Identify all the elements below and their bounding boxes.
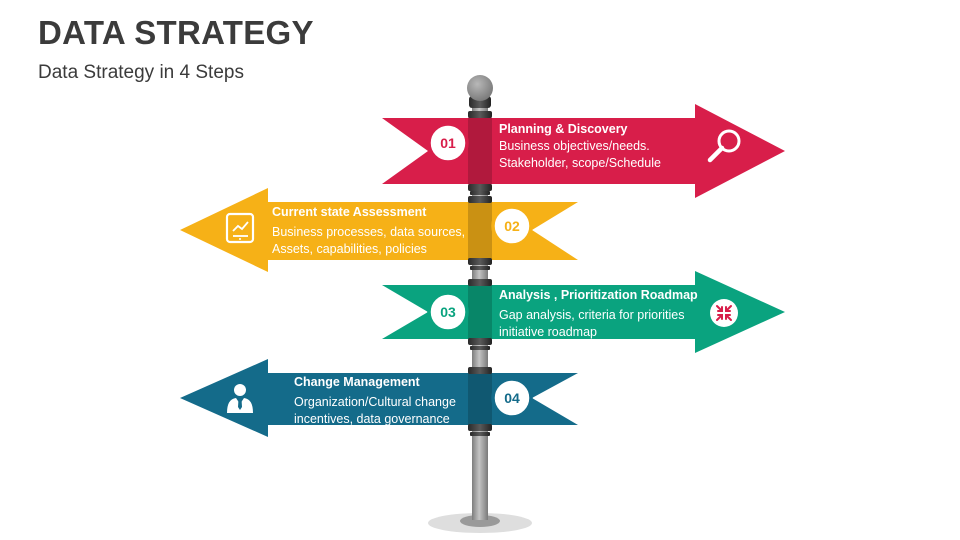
step-3-line-2: initiative roadmap bbox=[499, 325, 597, 339]
step-1-number: 01 bbox=[440, 135, 456, 151]
step-1-arrow bbox=[382, 104, 785, 198]
step-1-line-1: Business objectives/needs. bbox=[499, 139, 650, 153]
step-4-text: Change Management Organization/Cultural … bbox=[294, 374, 474, 428]
step-3-badge bbox=[427, 291, 469, 333]
step-4-number: 04 bbox=[504, 390, 520, 406]
step-2-pole-sleeve bbox=[468, 200, 492, 262]
step-1-line-2: Stakeholder, scope/Schedule bbox=[499, 156, 661, 170]
step-3-text: Analysis , Prioritization Roadmap Gap an… bbox=[499, 287, 699, 341]
step-2-arrow bbox=[180, 188, 578, 272]
pole-rings bbox=[468, 111, 492, 436]
step-2-text: Current state Assessment Business proces… bbox=[272, 204, 472, 258]
step-2-badge bbox=[491, 205, 533, 247]
step-4-badge bbox=[491, 377, 533, 419]
step-1-badge bbox=[427, 122, 469, 164]
tablet-chart-icon bbox=[225, 212, 255, 244]
page-title: DATA STRATEGY bbox=[38, 14, 314, 51]
step-3-pole-sleeve bbox=[468, 283, 492, 341]
step-3-line-1: Gap analysis, criteria for priorities bbox=[499, 308, 685, 322]
page-subtitle: Data Strategy in 4 Steps bbox=[38, 62, 244, 83]
step-1-text: Planning & Discovery Business objectives… bbox=[499, 121, 689, 172]
step-3-title: Analysis , Prioritization Roadmap bbox=[499, 288, 698, 302]
pole-knob bbox=[467, 75, 493, 101]
step-1-title: Planning & Discovery bbox=[499, 122, 628, 136]
step-3-number: 03 bbox=[440, 304, 456, 320]
businessman-icon bbox=[227, 384, 253, 413]
step-4-pole-sleeve bbox=[468, 371, 492, 427]
step-2-number: 02 bbox=[504, 218, 520, 234]
step-1-pole-sleeve bbox=[468, 116, 492, 186]
step-4-line-2: incentives, data governance bbox=[294, 412, 450, 426]
pole-base bbox=[460, 515, 500, 527]
step-2-title: Current state Assessment bbox=[272, 205, 427, 219]
step-4-title: Change Management bbox=[294, 375, 420, 389]
compress-arrows-icon bbox=[710, 299, 738, 327]
step-4-line-1: Organization/Cultural change bbox=[294, 395, 456, 409]
magnifier-icon bbox=[707, 129, 741, 163]
step-2-line-1: Business processes, data sources, bbox=[272, 225, 466, 239]
step-3-arrow bbox=[382, 271, 785, 353]
step-2-line-2: Assets, capabilities, policies bbox=[272, 242, 427, 256]
step-4-arrow bbox=[180, 359, 578, 437]
